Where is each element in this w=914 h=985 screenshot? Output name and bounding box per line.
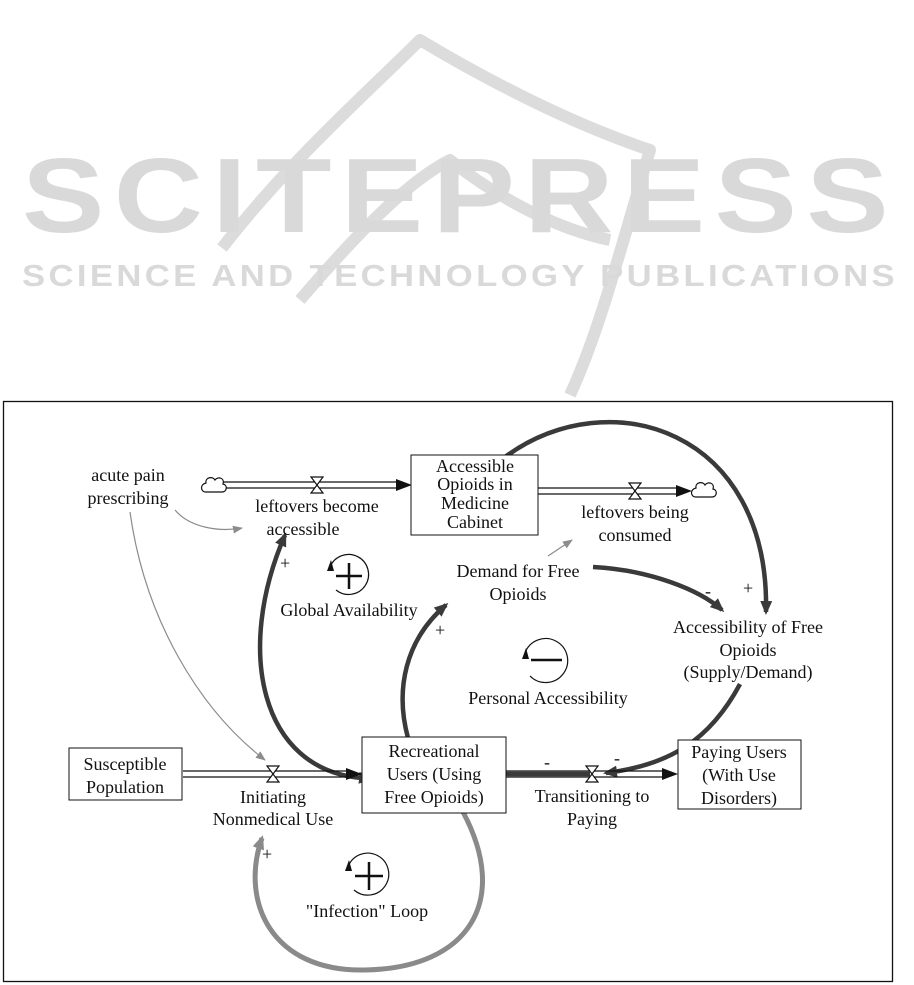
link-demand-to-accessibility bbox=[592, 564, 725, 613]
causal-links bbox=[252, 419, 773, 973]
loop-global-availability-label: Global Availability bbox=[280, 600, 417, 620]
valve-leftovers-become-accessible bbox=[309, 476, 325, 494]
flow-leftovers-become-accessible-line-1: leftovers become bbox=[255, 496, 378, 516]
variable-acute-pain-prescribing-line-2: prescribing bbox=[88, 488, 169, 508]
stock-recreational-users-line-3: Free Opioids) bbox=[384, 787, 483, 808]
polarity-recreational-transitioning-minus: - bbox=[544, 752, 550, 772]
stock-accessible-opioids-line-2: Opioids in bbox=[437, 474, 513, 494]
link-demand-to-consumed bbox=[547, 539, 573, 557]
valve-leftovers-being-consumed bbox=[627, 482, 643, 500]
watermark: SCITEPRESS SCIENCE AND TECHNOLOGY PUBLIC… bbox=[22, 34, 898, 398]
polarity-leftovers-plus: + bbox=[280, 553, 290, 573]
stock-paying-users: Paying Users (With Use Disorders) bbox=[677, 739, 802, 810]
pipe-transitioning-to-paying bbox=[506, 768, 678, 780]
diagram-frame bbox=[2, 400, 894, 983]
pipe-initiating-nonmedical-use bbox=[183, 768, 362, 780]
loop-personal-accessibility: Personal Accessibility bbox=[468, 637, 628, 708]
link-recreational-to-leftovers bbox=[257, 532, 373, 784]
pipe-leftovers-being-consumed bbox=[538, 485, 692, 497]
loop-infection: "Infection" Loop bbox=[306, 852, 428, 921]
valve-transitioning-to-paying bbox=[584, 765, 600, 783]
flow-initiating-nonmedical-use-line-2: Nonmedical Use bbox=[213, 809, 333, 829]
flow-pipes bbox=[183, 479, 692, 780]
flow-leftovers-being-consumed-line-1: leftovers being bbox=[581, 502, 688, 522]
sink-cloud-icon bbox=[690, 482, 717, 498]
auxiliary-variables: acute pain prescribing Demand for Free O… bbox=[88, 465, 823, 683]
watermark-title: SCITEPRESS bbox=[22, 137, 898, 255]
flow-transitioning-to-paying-line-1: Transitioning to bbox=[535, 786, 650, 806]
stock-accessible-opioids: Accessible Opioids in Medicine Cabinet bbox=[410, 454, 539, 536]
polarity-infection-plus: + bbox=[262, 844, 272, 864]
pipe-leftovers-become-accessible bbox=[220, 479, 412, 491]
stock-recreational-users: Recreational Users (Using Free Opioids) bbox=[361, 736, 507, 814]
watermark-subtitle: SCIENCE AND TECHNOLOGY PUBLICATIONS bbox=[22, 258, 898, 293]
link-prescribing-to-initiating bbox=[129, 511, 266, 761]
reinforcing-loop-icon bbox=[347, 852, 390, 896]
stock-accessible-opioids-line-4: Cabinet bbox=[447, 512, 503, 532]
stock-recreational-users-line-2: Users (Using bbox=[387, 764, 482, 785]
loop-infection-label: "Infection" Loop bbox=[306, 901, 428, 921]
variable-demand-for-free-opioids-line-1: Demand for Free bbox=[457, 561, 580, 581]
stock-susceptible-population-line-2: Population bbox=[86, 777, 164, 797]
stock-paying-users-line-1: Paying Users bbox=[691, 742, 787, 762]
stock-susceptible-population-line-1: Susceptible bbox=[84, 754, 167, 774]
variable-accessibility-of-free-opioids-line-2: Opioids bbox=[719, 640, 776, 660]
flow-initiating-nonmedical-use-line-1: Initiating bbox=[240, 787, 306, 807]
link-infection-loop bbox=[252, 810, 485, 973]
source-cloud-icon bbox=[200, 477, 227, 493]
flow-leftovers-become-accessible-line-2: accessible bbox=[267, 519, 340, 539]
variable-demand-for-free-opioids-line-2: Opioids bbox=[489, 584, 546, 604]
polarity-signs: + + - + - - + bbox=[262, 553, 753, 864]
polarity-accessible-accessibility-plus: + bbox=[743, 578, 753, 598]
polarity-demand-plus: + bbox=[435, 620, 445, 640]
stock-accessible-opioids-line-1: Accessible bbox=[436, 456, 514, 476]
link-accessible-to-accessibility bbox=[503, 419, 773, 615]
watermark-book-logo bbox=[217, 34, 656, 398]
clouds bbox=[200, 477, 717, 498]
stock-susceptible-population: Susceptible Population bbox=[68, 747, 183, 801]
variable-acute-pain-prescribing-line-1: acute pain bbox=[91, 465, 164, 485]
balancing-loop-icon bbox=[524, 637, 569, 684]
polarity-demand-accessibility-minus: - bbox=[705, 581, 711, 601]
flow-transitioning-to-paying-line-2: Paying bbox=[567, 809, 617, 829]
stock-paying-users-line-2: (With Use bbox=[702, 765, 776, 786]
link-prescribing-to-leftovers bbox=[174, 509, 243, 534]
flow-labels: leftovers become accessible leftovers be… bbox=[213, 496, 689, 829]
variable-accessibility-of-free-opioids-line-1: Accessibility of Free bbox=[673, 617, 823, 637]
flow-valves bbox=[265, 476, 643, 783]
link-recreational-to-demand bbox=[400, 603, 449, 739]
flow-leftovers-being-consumed-line-2: consumed bbox=[599, 525, 672, 545]
valve-initiating-nonmedical-use bbox=[265, 765, 281, 783]
stock-accessible-opioids-line-3: Medicine bbox=[441, 493, 509, 513]
loop-personal-accessibility-label: Personal Accessibility bbox=[468, 688, 627, 708]
loop-global-availability: Global Availability bbox=[280, 553, 418, 620]
reinforcing-loop-icon bbox=[329, 553, 370, 595]
stock-paying-users-line-3: Disorders) bbox=[701, 788, 777, 809]
information-links bbox=[129, 509, 573, 761]
polarity-accessibility-transitioning-minus: - bbox=[614, 748, 620, 768]
stock-recreational-users-line-1: Recreational bbox=[389, 741, 480, 761]
variable-accessibility-of-free-opioids-line-3: (Supply/Demand) bbox=[684, 662, 813, 683]
